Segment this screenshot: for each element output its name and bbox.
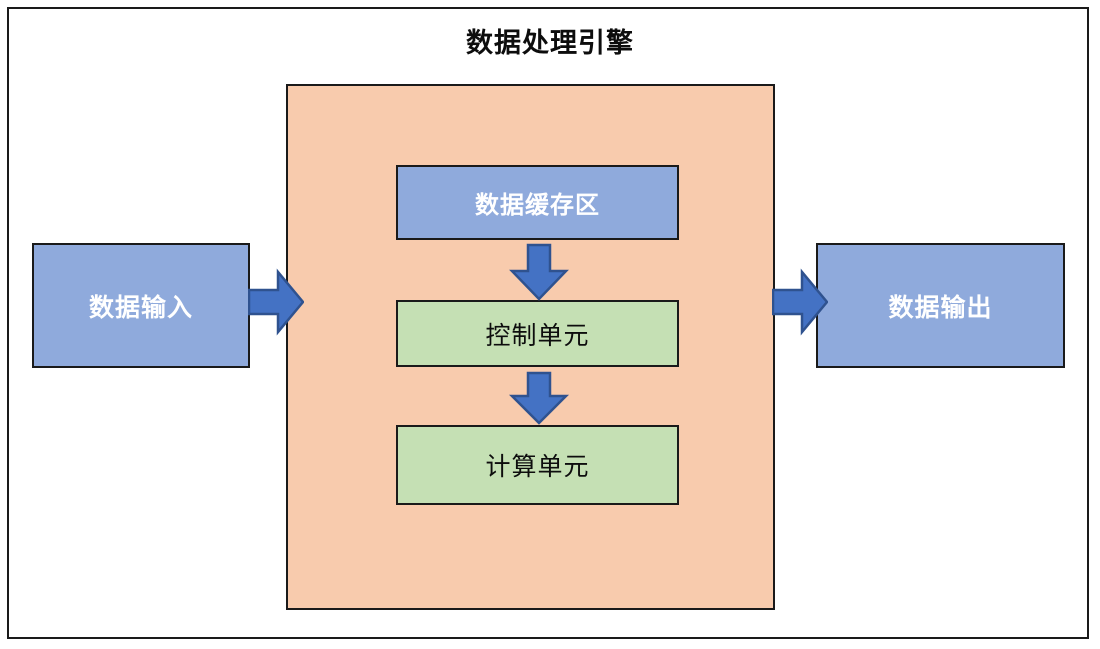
node-compute-unit-label: 计算单元	[485, 452, 590, 481]
node-control-unit[interactable]: 控制单元	[396, 300, 679, 367]
arrow-right-icon-input-to-engine	[248, 267, 304, 337]
node-data-output-label: 数据输出	[888, 292, 993, 322]
arrow-right-icon-engine-to-output	[772, 267, 828, 337]
arrow-down-icon-control-to-compute	[508, 371, 570, 425]
page-title: 数据处理引擎	[466, 28, 634, 59]
node-compute-unit[interactable]: 计算单元	[396, 425, 679, 505]
node-data-buffer[interactable]: 数据缓存区	[396, 165, 679, 240]
node-data-buffer-label: 数据缓存区	[475, 191, 600, 219]
node-data-output[interactable]: 数据输出	[816, 243, 1065, 368]
node-data-input[interactable]: 数据输入	[32, 243, 250, 368]
node-control-unit-label: 控制单元	[485, 320, 590, 350]
arrow-down-icon-buffer-to-control	[508, 243, 570, 301]
node-data-input-label: 数据输入	[88, 292, 193, 322]
